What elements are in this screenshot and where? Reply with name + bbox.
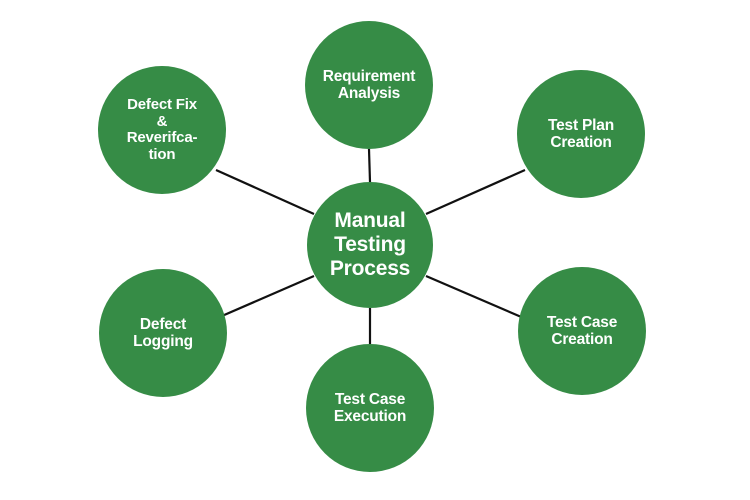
node-label-defect-logging: Defect Logging [133,315,193,350]
connector-center-to-test-plan-creation [425,168,526,216]
node-defect-fix-and-reverification[interactable]: Defect Fix & Reverifca- tion [98,66,226,194]
node-label-defect-fix-and-reverification: Defect Fix & Reverifca- tion [126,96,198,163]
node-label-manual-testing-process: Manual Testing Process [329,209,411,280]
node-label-test-plan-creation: Test Plan Creation [548,116,614,151]
node-label-requirement-analysis: Requirement Analysis [322,67,416,102]
connector-center-to-test-case-creation [425,274,527,321]
node-test-case-creation[interactable]: Test Case Creation [518,267,646,395]
node-label-test-case-execution: Test Case Execution [333,390,407,425]
connector-center-to-requirement-analysis [367,148,372,183]
connector-center-to-defect-fix [215,168,315,216]
node-test-case-execution[interactable]: Test Case Execution [306,344,434,472]
connector-center-to-defect-logging [214,274,315,321]
node-label-test-case-creation: Test Case Creation [546,313,618,348]
node-requirement-analysis[interactable]: Requirement Analysis [305,21,433,149]
node-manual-testing-process[interactable]: Manual Testing Process [307,182,433,308]
node-test-plan-creation[interactable]: Test Plan Creation [517,70,645,198]
node-defect-logging[interactable]: Defect Logging [99,269,227,397]
